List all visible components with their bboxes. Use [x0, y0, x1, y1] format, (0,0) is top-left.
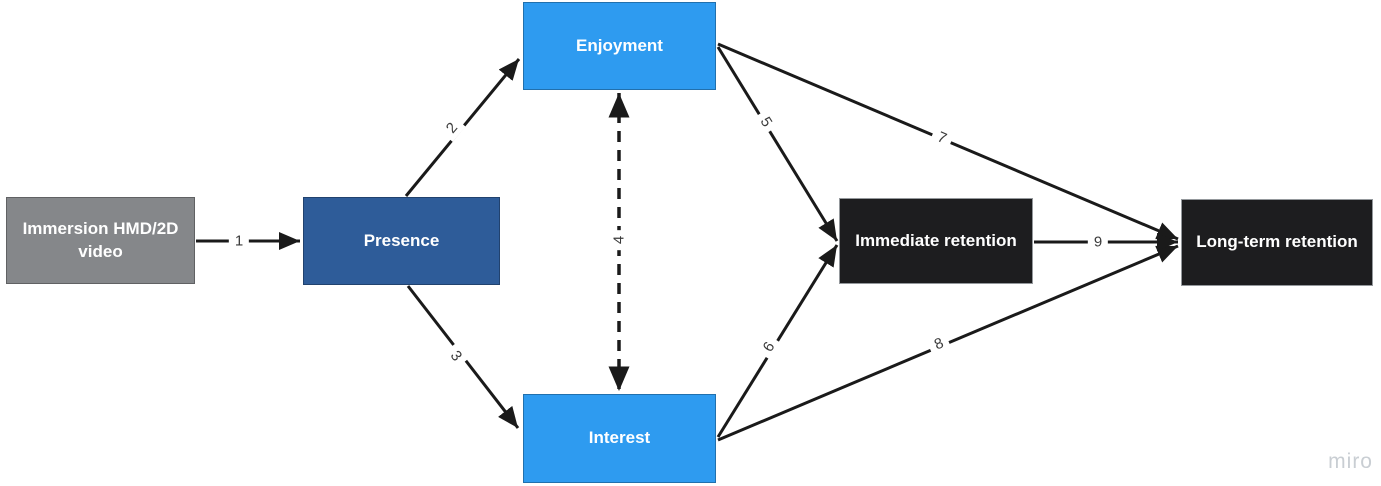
node-label: Immersion HMD/2D video [22, 219, 179, 261]
connector-label-4[interactable]: 4 [609, 229, 629, 251]
connector-label-9[interactable]: 9 [1087, 232, 1109, 252]
node-label: Presence [363, 230, 440, 250]
connector-5[interactable] [716, 46, 839, 242]
miro-watermark-logo: miro [1328, 450, 1373, 473]
connector-label-1[interactable]: 1 [228, 231, 250, 251]
node-enjoyment[interactable]: Enjoyment [523, 2, 716, 90]
node-label: Interest [588, 428, 651, 448]
node-label: Enjoyment [576, 35, 663, 55]
node-presence[interactable]: Presence [303, 197, 500, 285]
node-long-term-retention[interactable]: Long-term retention [1181, 199, 1373, 286]
node-label: Long-term retention [1196, 232, 1358, 252]
node-immersion-hmd-2d-video[interactable]: Immersion HMD/2D video [6, 197, 195, 284]
node-interest[interactable]: Interest [523, 394, 716, 483]
node-label: Immediate retention [855, 230, 1017, 250]
node-immediate-retention[interactable]: Immediate retention [839, 198, 1033, 284]
